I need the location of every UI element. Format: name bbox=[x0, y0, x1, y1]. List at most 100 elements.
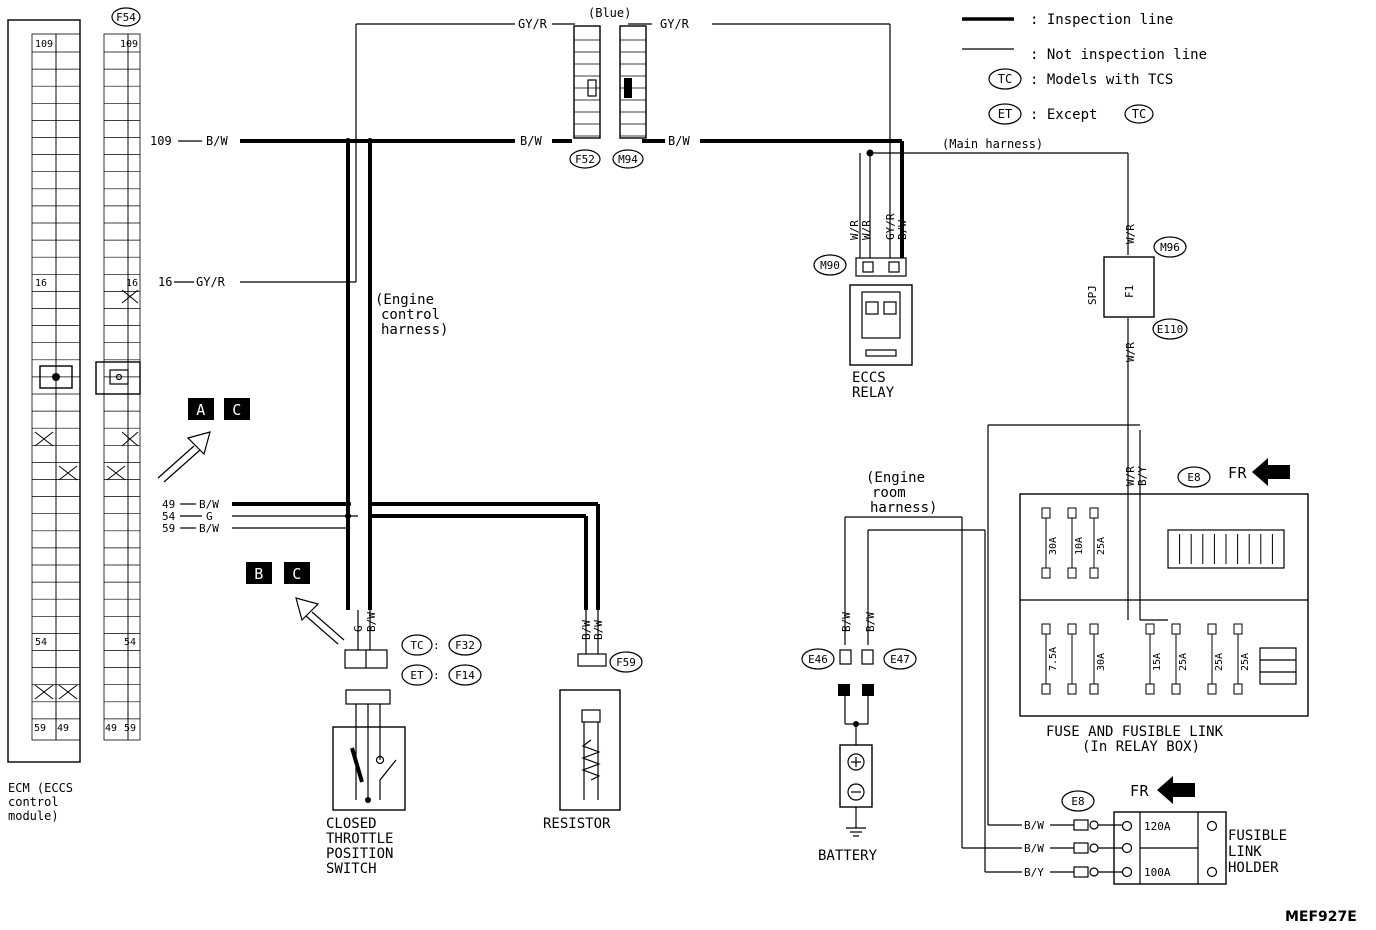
e8-label-top: E8 bbox=[1187, 471, 1200, 484]
switch-body bbox=[332, 726, 406, 811]
spj-wire-wr-bottom: W/R bbox=[1124, 342, 1137, 362]
minus-icon bbox=[847, 783, 865, 801]
fuse-terminal bbox=[1041, 683, 1051, 695]
e8-label-bottom: E8 bbox=[1071, 795, 1084, 808]
spj-f1: W/R M96 SPJ F1 E110 W/R bbox=[1086, 224, 1188, 362]
eccs-relay-label-1: ECCS bbox=[852, 370, 886, 386]
legend-et-sym: ET bbox=[998, 107, 1012, 121]
tc-symbol bbox=[988, 68, 1022, 90]
section-b-badge bbox=[246, 562, 272, 584]
fuse-rating: 30A bbox=[1096, 653, 1107, 671]
e47-label: E47 bbox=[890, 653, 910, 666]
wire-59-number: 59 bbox=[162, 522, 175, 535]
section-c-1: C bbox=[232, 401, 242, 419]
fuse-terminal bbox=[1233, 623, 1243, 635]
link-100a: 100A bbox=[1144, 866, 1171, 879]
ecm-label-2: control bbox=[8, 795, 59, 809]
wire-54-color: G bbox=[206, 510, 213, 523]
label-engine-control-1: (Engine bbox=[375, 292, 434, 308]
resistor-label: RESISTOR bbox=[543, 816, 611, 832]
fuse-rating: 30A bbox=[1048, 537, 1059, 555]
battery-wire-bw-1: B/W bbox=[840, 612, 853, 632]
f54-latch-dot bbox=[115, 373, 123, 381]
f54-pin-49: 49 bbox=[105, 723, 117, 734]
label-engine-control-2: control bbox=[381, 307, 440, 323]
connector-f52-m94: F52 M94 bbox=[569, 25, 647, 169]
m94-body bbox=[619, 25, 647, 139]
link-holder-label-1: FUSIBLE bbox=[1228, 828, 1287, 844]
f54-pin-16: 16 bbox=[126, 278, 138, 289]
m94-label: M94 bbox=[618, 153, 638, 166]
fuse-box-label-2: (In RELAY BOX) bbox=[1082, 739, 1200, 755]
legend-inspection: : Inspection line bbox=[1030, 12, 1173, 28]
fuse-terminal bbox=[1145, 623, 1155, 635]
spj-label: SPJ bbox=[1086, 285, 1099, 305]
link-holder-label-2: LINK bbox=[1228, 844, 1262, 860]
battery-wire-bw-2: B/W bbox=[864, 612, 877, 632]
section-c-badge-2 bbox=[284, 562, 310, 584]
legend-tc-sym: TC bbox=[998, 72, 1012, 86]
wire-109-color: B/W bbox=[206, 134, 228, 148]
relay-connector bbox=[855, 257, 907, 277]
switch-label-3: POSITION bbox=[326, 846, 393, 862]
left-arrow-icon bbox=[1252, 458, 1290, 486]
relay-wire-gyr: GY/R bbox=[884, 213, 897, 240]
up-left-arrow-icon bbox=[295, 597, 345, 645]
ecm-label-3: module) bbox=[8, 809, 59, 823]
f32-label: F32 bbox=[455, 639, 475, 652]
svg-text::: : bbox=[433, 639, 440, 652]
label-bw-m94: B/W bbox=[668, 134, 690, 148]
wire-109-number: 109 bbox=[150, 134, 172, 148]
ecm: 109 16 54 59 49 ECM (ECCS control module… bbox=[7, 19, 81, 823]
fuse-terminal bbox=[1089, 567, 1099, 579]
f54-pin-column-left bbox=[103, 33, 129, 741]
relay-box-connector bbox=[1167, 529, 1285, 569]
engine-room-label-1: (Engine bbox=[866, 470, 925, 486]
engine-room-label-2: room bbox=[872, 485, 906, 501]
fuse-terminal bbox=[1207, 683, 1217, 695]
fuse-terminal bbox=[1145, 683, 1155, 695]
label-engine-control-3: harness) bbox=[381, 322, 448, 338]
ecm-label-1: ECM (ECCS bbox=[8, 781, 73, 795]
f54-pin-54: 54 bbox=[124, 637, 136, 648]
fuse-terminal bbox=[1067, 683, 1077, 695]
f54-pin-59: 59 bbox=[124, 723, 136, 734]
ecm-latch-dot bbox=[52, 373, 60, 381]
relay-box-wire-wr: W/R bbox=[1124, 466, 1137, 486]
left-arrow-icon-2 bbox=[1157, 776, 1195, 804]
f54-pin-109: 109 bbox=[120, 39, 138, 50]
legend: : Inspection line : Not inspection line … bbox=[962, 12, 1207, 125]
wire-16-color: GY/R bbox=[196, 275, 226, 289]
legend-tc: : Models with TCS bbox=[1030, 72, 1173, 88]
fuse-rating: 25A bbox=[1214, 653, 1225, 671]
section-c-2: C bbox=[292, 565, 302, 583]
fuse-terminal bbox=[1067, 623, 1077, 635]
legend-et: : Except bbox=[1030, 107, 1097, 123]
section-c-badge-1 bbox=[224, 398, 250, 420]
ecm-pin-column-left bbox=[31, 33, 57, 741]
switch-label-1: CLOSED bbox=[326, 816, 377, 832]
f59-label: F59 bbox=[616, 656, 636, 669]
section-a-badge bbox=[188, 398, 214, 420]
f54-label: F54 bbox=[116, 11, 136, 24]
fuse-terminal bbox=[1171, 623, 1181, 635]
f14-label: F14 bbox=[455, 669, 475, 682]
reference-code: MEF927E bbox=[1285, 909, 1357, 925]
label-blue: (Blue) bbox=[588, 6, 631, 20]
relay-box-outline bbox=[1019, 493, 1309, 717]
ecm-pin-49: 49 bbox=[57, 723, 69, 734]
fuse-rating: 7.5A bbox=[1048, 647, 1059, 671]
battery-circuit: (Engine room harness) B/W B/W E46 E47 bbox=[801, 470, 986, 872]
ecm-pin-column-right bbox=[55, 33, 81, 741]
relay-box-wire-by: B/Y bbox=[1136, 466, 1149, 486]
ecm-wire-labels: 109 B/W 16 GY/R 49 B/W 54 G 59 B/W bbox=[150, 134, 228, 535]
wire-color-labels: B/W B/W GY/R GY/R (Blue) (Main harness) … bbox=[375, 6, 1043, 338]
ecm-grid-rows bbox=[32, 51, 80, 720]
relay-wire-wr-1: W/R bbox=[848, 220, 861, 240]
switch-label-4: SWITCH bbox=[326, 861, 377, 877]
link-120a: 120A bbox=[1144, 820, 1171, 833]
relay-wire-wr-2: W/R bbox=[860, 220, 873, 240]
wire-49-color: B/W bbox=[199, 498, 219, 511]
f54-center-latch bbox=[95, 361, 141, 395]
